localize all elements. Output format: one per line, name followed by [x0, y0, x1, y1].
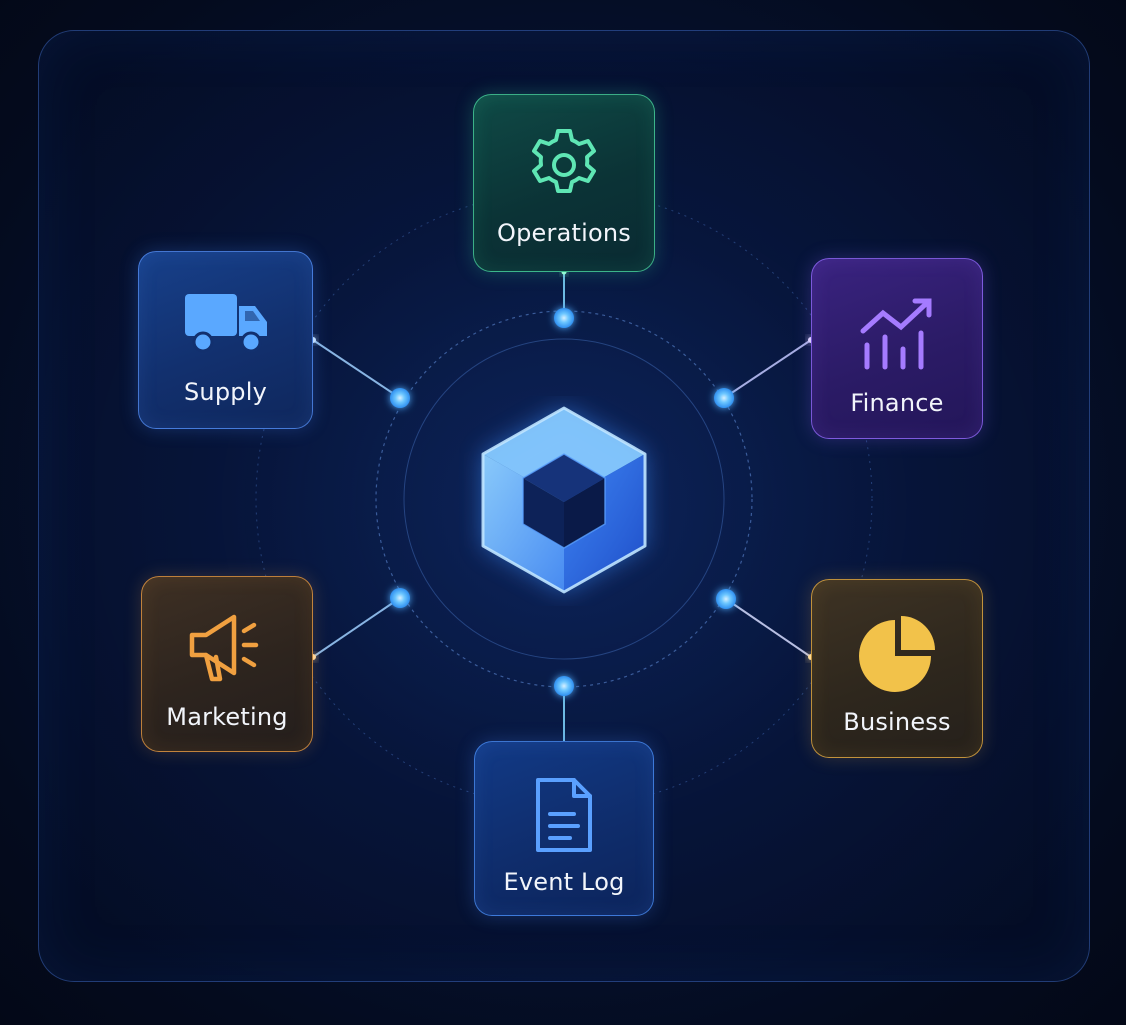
truck-icon — [184, 294, 267, 353]
connector-finance — [723, 339, 812, 399]
junction-dot-lower-right — [716, 589, 736, 609]
junction-dot-top — [554, 308, 574, 328]
node-business: Business — [811, 579, 983, 758]
node-business-label: Business — [843, 708, 951, 736]
node-supply-label: Supply — [184, 378, 267, 406]
node-operations: Operations — [473, 94, 655, 272]
megaphone-icon — [189, 614, 259, 682]
junction-dot-bottom — [554, 676, 574, 696]
connector-business — [725, 598, 812, 658]
node-operations-label: Operations — [497, 219, 631, 247]
junction-dot-lower-left — [390, 588, 410, 608]
junction-dot-upper-left — [390, 388, 410, 408]
node-marketing-label: Marketing — [166, 703, 288, 731]
gear-icon — [532, 129, 596, 193]
node-event-log: Event Log — [474, 741, 654, 916]
central-hub — [459, 396, 669, 606]
connector-marketing — [312, 597, 401, 658]
pie-chart-icon — [859, 616, 935, 692]
hub-ring — [403, 338, 725, 660]
node-supply: Supply — [138, 251, 313, 429]
trending-chart-icon — [860, 298, 932, 370]
node-finance: Finance — [811, 258, 983, 439]
junction-dot-upper-right — [714, 388, 734, 408]
document-icon — [536, 778, 592, 852]
node-event-log-label: Event Log — [503, 868, 625, 896]
cube-icon — [481, 406, 647, 594]
node-finance-label: Finance — [850, 389, 944, 417]
node-marketing: Marketing — [141, 576, 313, 752]
connector-supply — [312, 339, 401, 399]
